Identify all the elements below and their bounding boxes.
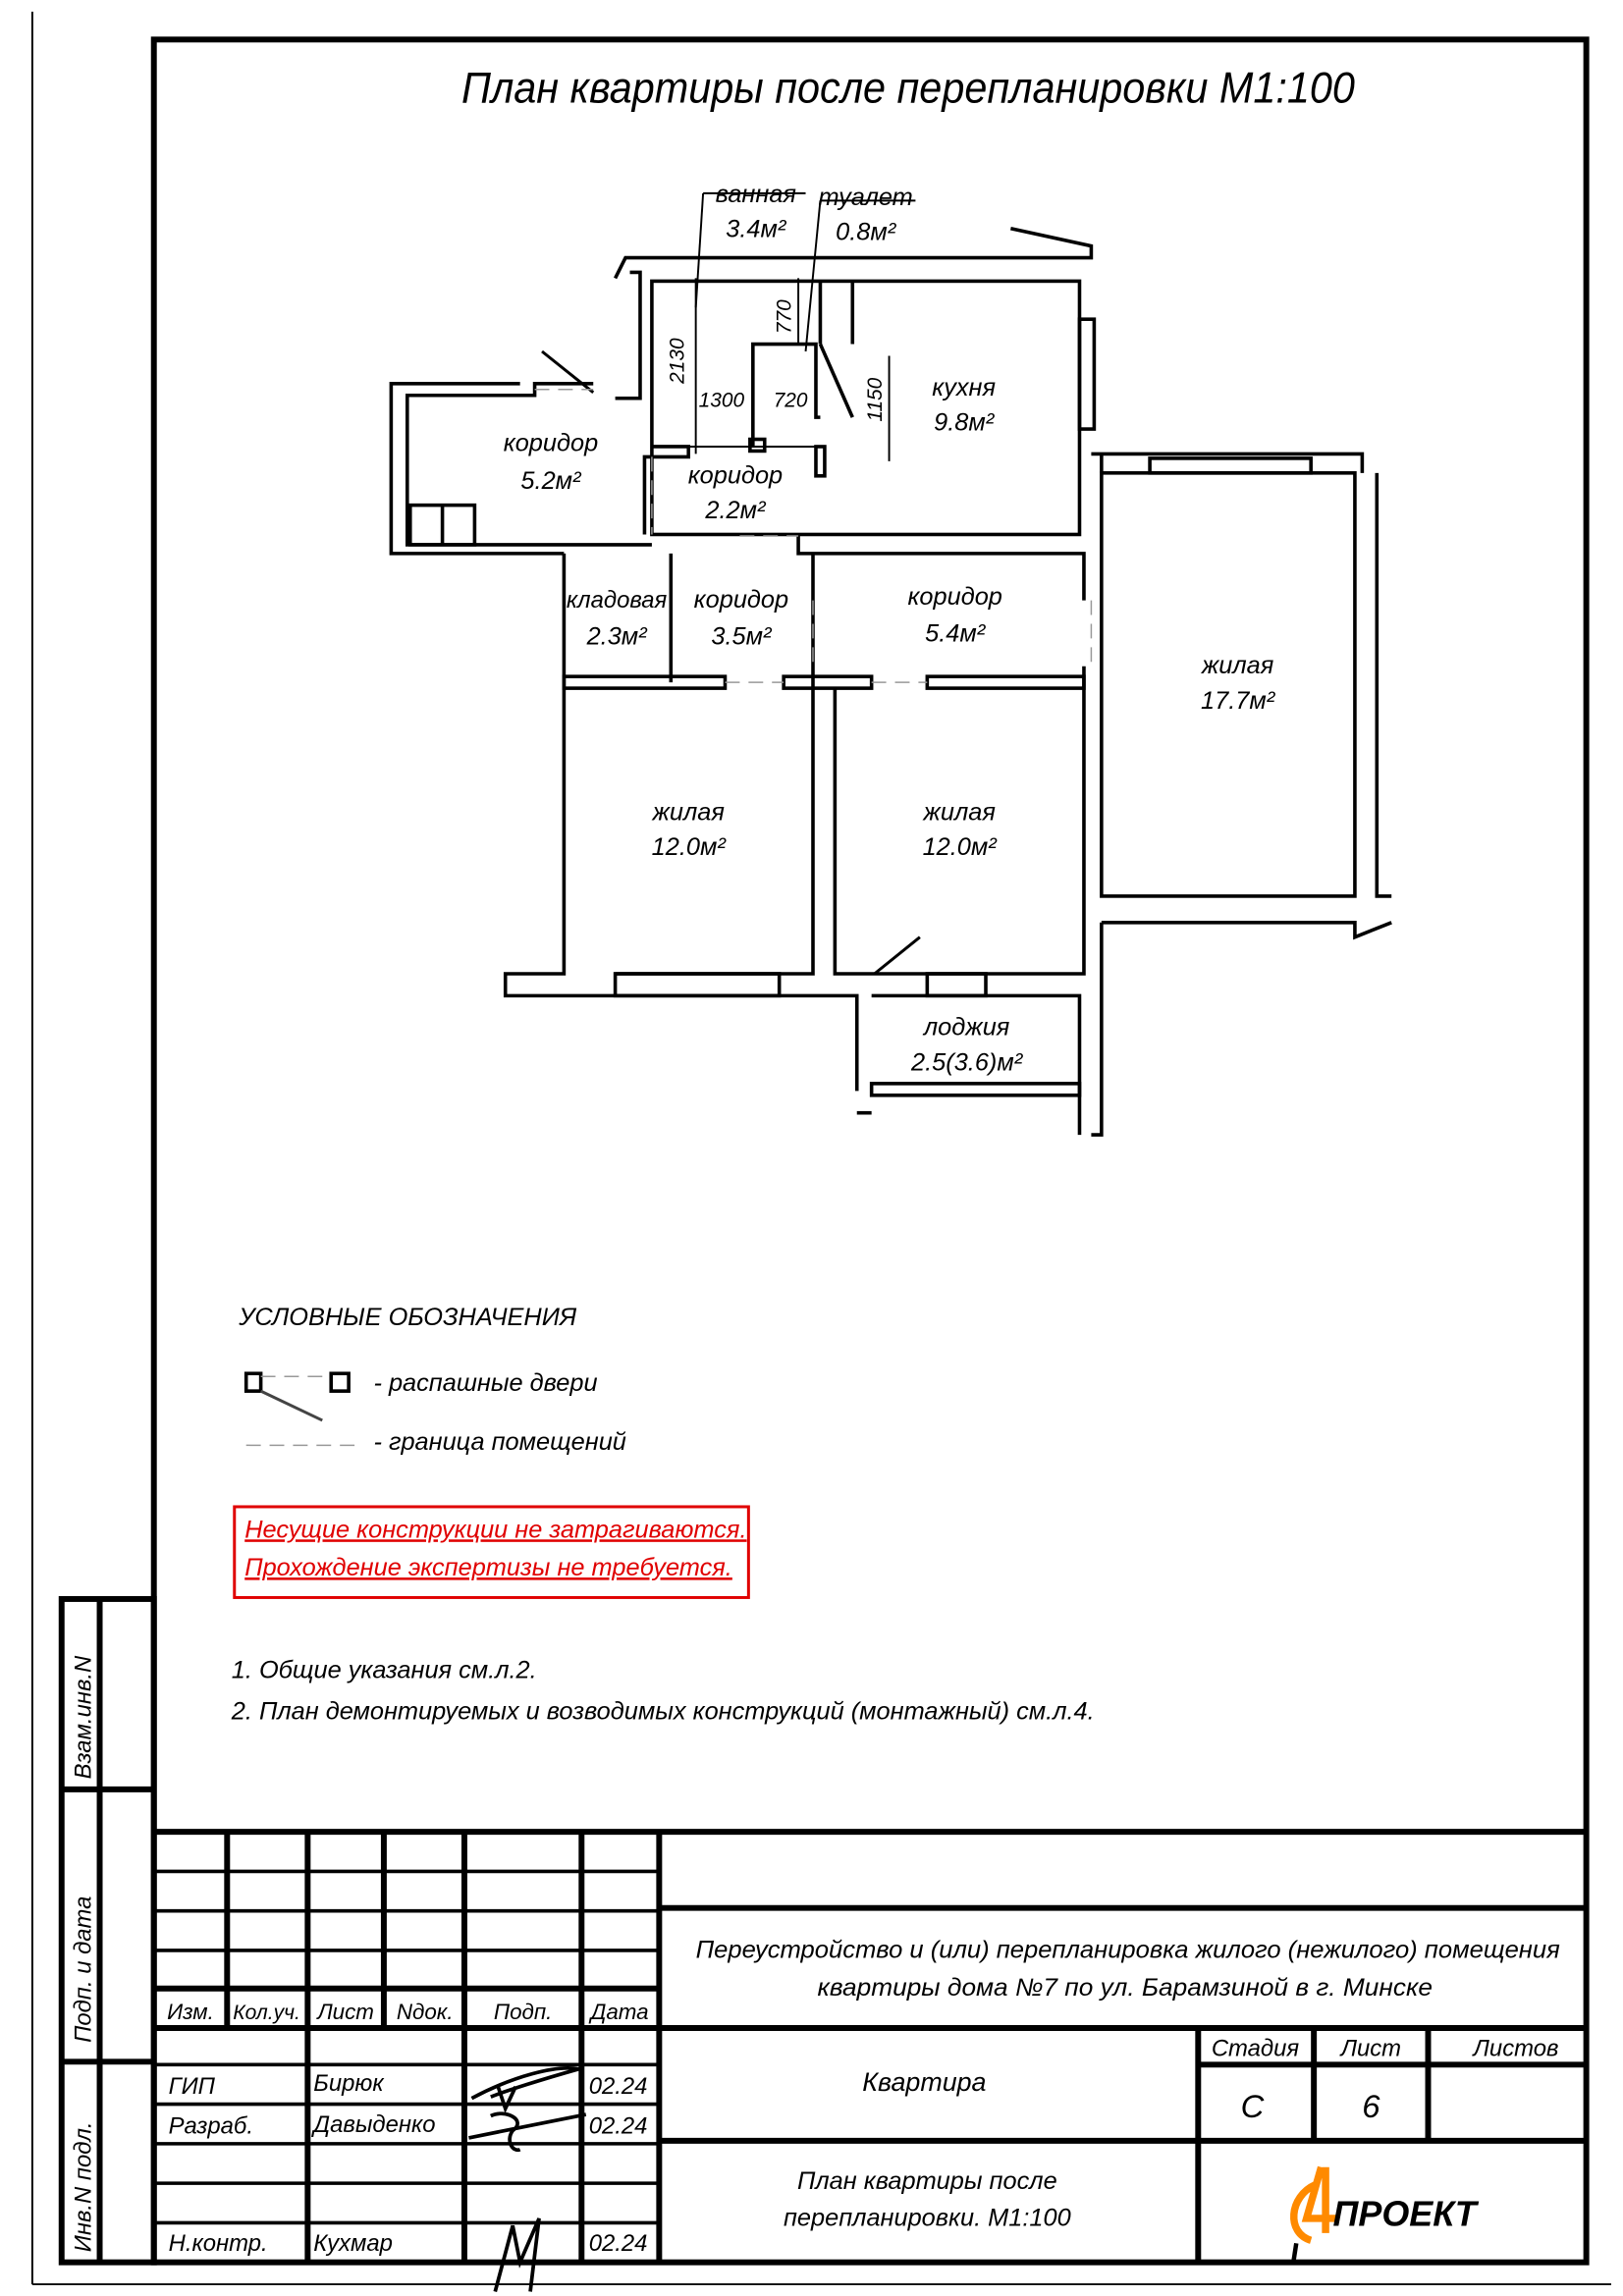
title-block: Изм. Кол.уч. Лист Nдок. Подп. Дата ГИП Б… bbox=[153, 1829, 1587, 2293]
signer-name: Давыденко bbox=[310, 2111, 435, 2138]
notice-box: Несущие конструкции не затрагиваются. Пр… bbox=[233, 1505, 750, 1599]
signer-date: 02.24 bbox=[589, 2073, 648, 2100]
room-area: 9.8м² bbox=[934, 409, 996, 437]
signer-name: Бирюк bbox=[313, 2070, 385, 2097]
object-name: Квартира bbox=[862, 2067, 986, 2097]
side-stamp-label: Инв.N подл. bbox=[71, 2121, 97, 2252]
notice-line-1: Несущие конструкции не затрагиваются. bbox=[244, 1516, 746, 1543]
signer-role: Н.контр. bbox=[169, 2230, 268, 2257]
room-area: 5.2м² bbox=[520, 467, 582, 495]
note-2: 2. План демонтируемых и возводимых конст… bbox=[231, 1697, 1095, 1725]
project-title-line-2: квартиры дома №7 по ул. Барамзиной в г. … bbox=[817, 1974, 1433, 2002]
dimension-label: 2130 bbox=[667, 338, 689, 385]
dimension-label: 1300 bbox=[699, 390, 745, 412]
signer-role: ГИП bbox=[169, 2073, 216, 2100]
legend-doors-label: - распашные двери bbox=[373, 1369, 597, 1397]
room-name: кладовая bbox=[567, 587, 668, 614]
room-area: 17.7м² bbox=[1201, 687, 1276, 715]
room-area: 2.2м² bbox=[704, 497, 767, 524]
stage-value: С bbox=[1241, 2088, 1265, 2124]
header-list: Лист bbox=[315, 2000, 374, 2024]
header-data: Дата bbox=[588, 2000, 649, 2024]
room-area: 3.4м² bbox=[726, 216, 787, 243]
logo-text: ПРОЕКТ bbox=[1333, 2194, 1480, 2233]
room-name: ванная bbox=[716, 181, 797, 208]
dimension-label: 1150 bbox=[864, 377, 887, 421]
room-labels: ванная 3.4м² туалет 0.8м² кухня 9.8м² ко… bbox=[504, 181, 1276, 1077]
room-name: коридор bbox=[694, 586, 788, 614]
room-area: 0.8м² bbox=[836, 219, 897, 246]
room-name: кухня bbox=[932, 374, 996, 401]
room-area: 12.0м² bbox=[652, 833, 728, 861]
sheet-value: 6 bbox=[1362, 2088, 1380, 2124]
stage-label: Стадия bbox=[1212, 2035, 1300, 2061]
legend: УСЛОВНЫЕ ОБОЗНАЧЕНИЯ - распашные двери -… bbox=[238, 1304, 626, 1456]
room-name: коридор bbox=[504, 429, 598, 456]
header-kol-uch: Кол.уч. bbox=[233, 2002, 300, 2024]
room-area: 12.0м² bbox=[923, 833, 999, 861]
side-stamp-label: Взам.инв.N bbox=[71, 1655, 97, 1779]
header-podp: Подп. bbox=[494, 2000, 553, 2024]
room-name: коридор bbox=[688, 461, 783, 489]
header-izm: Изм. bbox=[167, 2000, 214, 2024]
room-area: 2.5(3.6)м² bbox=[910, 1048, 1024, 1076]
door-symbol-icon bbox=[243, 1371, 351, 1422]
signer-date: 02.24 bbox=[589, 2230, 648, 2257]
legend-boundary-label: - граница помещений bbox=[373, 1428, 625, 1456]
dimension-label: 770 bbox=[774, 299, 796, 334]
room-name: туалет bbox=[819, 184, 913, 211]
signer-date: 02.24 bbox=[589, 2112, 648, 2139]
dimension-label: 720 bbox=[774, 390, 808, 412]
room-name: жилая bbox=[1201, 652, 1274, 679]
legend-heading: УСЛОВНЫЕ ОБОЗНАЧЕНИЯ bbox=[238, 1304, 577, 1331]
logo-a-icon bbox=[1290, 2165, 1336, 2244]
side-stamps: Взам.инв.N Подп. и дата Инв.N подл. bbox=[58, 1595, 157, 2266]
floor-plan: 2130 770 1300 720 1150 bbox=[389, 191, 1392, 1137]
notice-line-2: Прохождение экспертизы не требуется. bbox=[244, 1554, 732, 1581]
sheets-label: Листов bbox=[1472, 2035, 1559, 2061]
page-title: План квартиры после перепланировки М1:10… bbox=[461, 63, 1355, 112]
signature-icon bbox=[468, 2066, 587, 2293]
room-area: 5.4м² bbox=[925, 619, 987, 647]
room-area: 2.3м² bbox=[586, 622, 649, 650]
company-logo: ПРОЕКТ bbox=[1290, 2165, 1480, 2264]
room-name: коридор bbox=[907, 583, 1001, 611]
note-1: 1. Общие указания см.л.2. bbox=[232, 1656, 537, 1683]
room-name: жилая bbox=[651, 798, 725, 826]
project-title-line-1: Переустройство и (или) перепланировка жи… bbox=[696, 1936, 1561, 1963]
side-stamp-label: Подп. и дата bbox=[71, 1896, 97, 2043]
drawing-name-line-2: перепланировки. М1:100 bbox=[784, 2204, 1071, 2231]
dimension-lines bbox=[651, 191, 916, 461]
room-name: жилая bbox=[922, 798, 996, 826]
room-name: лоджия bbox=[922, 1014, 1010, 1041]
sheet-frame bbox=[30, 11, 1611, 2286]
header-ndok: Nдок. bbox=[397, 2000, 454, 2024]
signer-name: Кухмар bbox=[313, 2230, 393, 2257]
room-area: 3.5м² bbox=[711, 622, 773, 650]
signer-role: Разраб. bbox=[169, 2112, 253, 2139]
drawing-name-line-1: План квартиры после bbox=[797, 2167, 1057, 2195]
sheet-label: Лист bbox=[1339, 2035, 1401, 2061]
